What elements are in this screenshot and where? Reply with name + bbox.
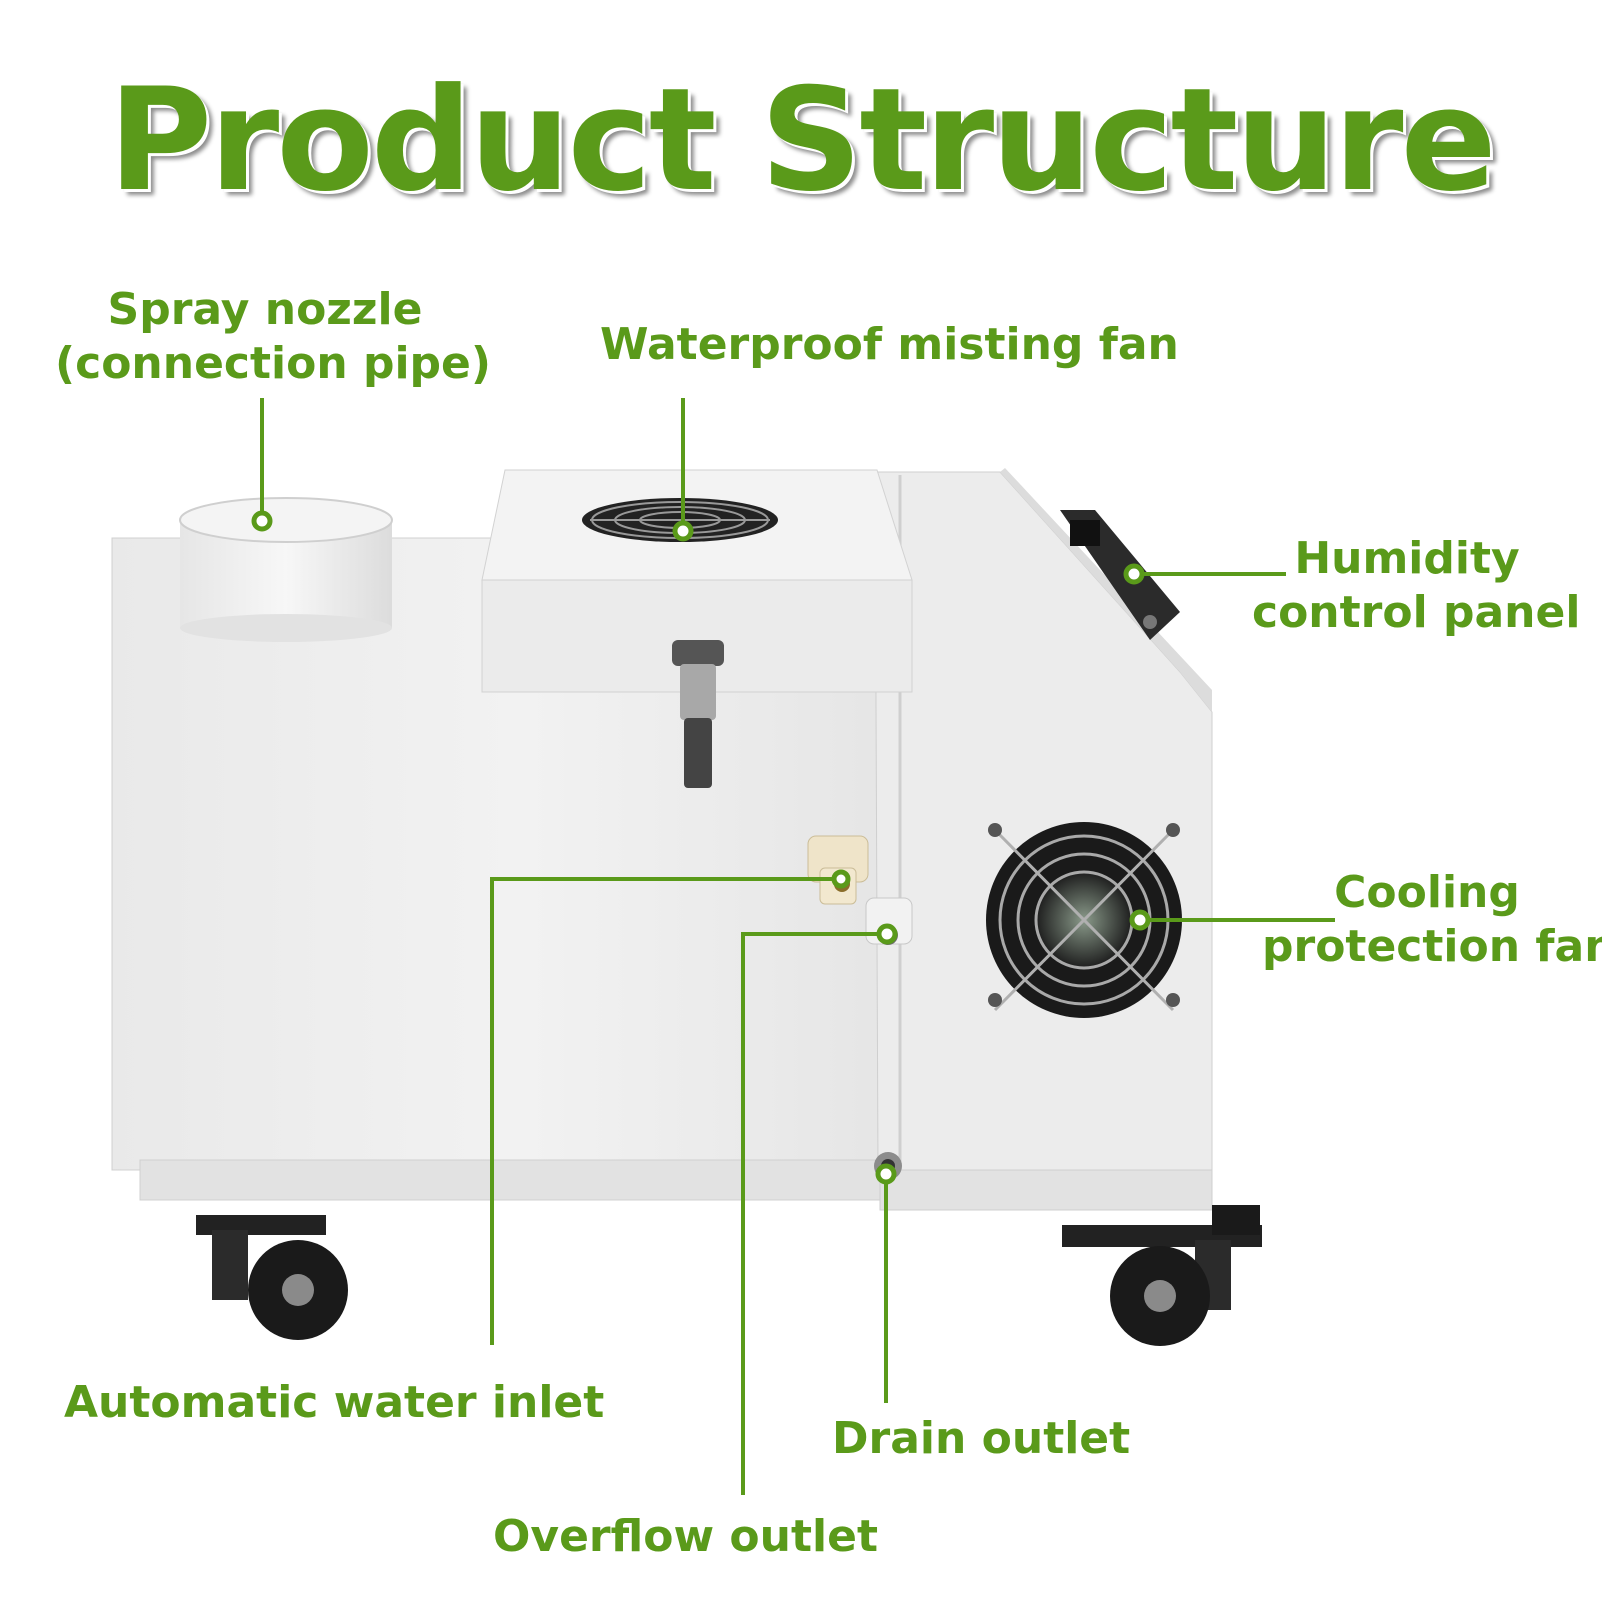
label-spray-nozzle-line1: Spray nozzle (107, 284, 423, 335)
label-cooling-fan: Cooling protection fan (1262, 866, 1602, 974)
leader-overflow-outlet (741, 932, 887, 1495)
label-water-inlet: Automatic water inlet (64, 1377, 605, 1428)
lid-latch (672, 640, 724, 788)
cooling-fan (986, 822, 1182, 1018)
humidity-control-panel (1060, 510, 1180, 640)
label-spray-nozzle-line2: (connection pipe) (55, 338, 492, 389)
dot-misting-fan (672, 520, 694, 542)
label-spray-nozzle: Spray nozzle (connection pipe) (55, 283, 492, 391)
dot-humidity-panel (1123, 563, 1145, 585)
label-drain-outlet: Drain outlet (832, 1413, 1131, 1464)
label-humidity-line2: control panel (1252, 587, 1581, 638)
dot-spray-nozzle (251, 510, 273, 532)
spray-pipe (179, 497, 393, 642)
page-title: Product Structure (108, 58, 1497, 223)
label-overflow-outlet: Overflow outlet (493, 1511, 878, 1562)
label-humidity-panel: Humidity control panel (1252, 532, 1581, 640)
caster-wheels (196, 1205, 1262, 1346)
label-cooling-line1: Cooling (1334, 867, 1520, 918)
dot-cooling-fan (1129, 909, 1151, 931)
dot-water-inlet (831, 869, 851, 889)
callout-dots (251, 510, 1151, 1185)
leader-water-inlet (490, 877, 841, 1345)
misting-fan-grille (582, 498, 778, 542)
callout-lines (260, 398, 1335, 1495)
dot-overflow-outlet (876, 923, 898, 945)
label-misting-fan: Waterproof misting fan (600, 319, 1179, 370)
label-humidity-line1: Humidity (1294, 533, 1520, 584)
dot-drain-outlet (875, 1163, 897, 1185)
label-cooling-line2: protection fan (1262, 921, 1602, 972)
